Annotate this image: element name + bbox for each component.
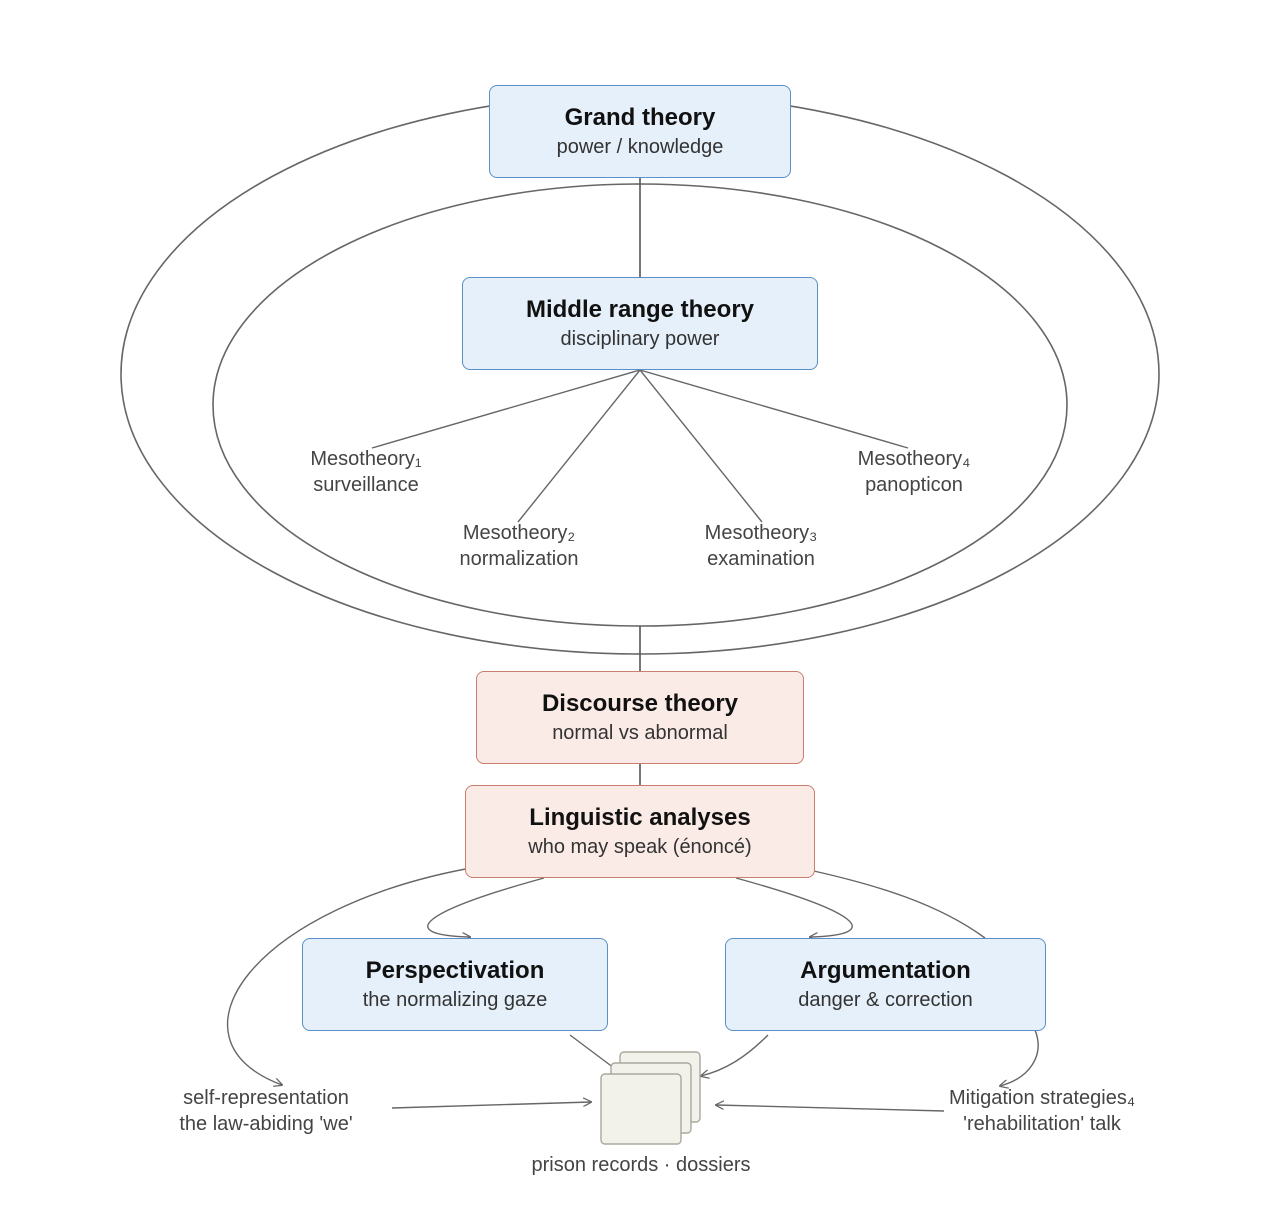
- mesotheory-4-topic: panopticon: [865, 474, 963, 496]
- linguistic-analyses-subtitle: who may speak (énoncé): [528, 835, 752, 858]
- arrow-argumentation-mitigation: [1000, 1029, 1039, 1086]
- self-representation-line2: the law-abiding 'we': [179, 1113, 353, 1135]
- mesotheory-2-name: Mesotheory₂: [462, 522, 576, 544]
- grand-theory-title: Grand theory: [564, 103, 716, 131]
- mesotheory-2-topic: normalization: [459, 548, 579, 570]
- mesotheory-4-label: Mesotheory₄ panopticon: [834, 446, 994, 498]
- prison-records-label: prison records · dossiers: [531, 1154, 751, 1176]
- mesotheory-1-name: Mesotheory₁: [310, 448, 422, 470]
- mesotheory-1-label: Mesotheory₁ surveillance: [286, 446, 446, 498]
- linguistic-analyses-box: Linguistic analyses who may speak (énonc…: [465, 785, 815, 878]
- arrow-self-representation-records: [391, 1102, 591, 1109]
- grand-theory-subtitle: power / knowledge: [556, 135, 724, 158]
- linguistic-analyses-title: Linguistic analyses: [529, 803, 751, 831]
- argumentation-box: Argumentation danger & correction: [725, 938, 1046, 1031]
- connector-linguistic-argumentation-outer: [799, 867, 986, 939]
- connector-meso-2: [517, 369, 641, 523]
- middle-range-theory-box: Middle range theory disciplinary power: [462, 277, 818, 370]
- middle-range-theory-title: Middle range theory: [525, 295, 755, 323]
- arrow-argumentation-records: [701, 1034, 769, 1076]
- arrow-mitigation-records: [716, 1105, 945, 1112]
- perspectivation-subtitle: the normalizing gaze: [362, 988, 548, 1011]
- connector-meso-1: [371, 369, 641, 449]
- mitigation-strategies-line2: 'rehabilitation' talk: [963, 1113, 1121, 1135]
- argumentation-title: Argumentation: [800, 956, 971, 984]
- mesotheory-1-topic: surveillance: [313, 474, 419, 496]
- mitigation-strategies-line1: Mitigation strategies₄: [948, 1087, 1136, 1109]
- self-representation-label: self-representation the law-abiding 'we': [146, 1085, 386, 1137]
- self-representation-line1: self-representation: [183, 1087, 349, 1109]
- arrow-linguistic-perspectivation: [427, 877, 545, 937]
- mesotheory-4-name: Mesotheory₄: [857, 448, 971, 470]
- discourse-theory-title: Discourse theory: [541, 689, 739, 717]
- mesotheory-3-label: Mesotheory₃ examination: [681, 520, 841, 572]
- discourse-theory-subtitle: normal vs abnormal: [552, 721, 728, 744]
- connector-meso-4: [639, 369, 909, 449]
- arrow-linguistic-argumentation: [735, 877, 853, 937]
- mitigation-strategies-label: Mitigation strategies₄ 'rehabilitation' …: [922, 1085, 1162, 1137]
- middle-range-theory-subtitle: disciplinary power: [560, 327, 720, 350]
- mesotheory-3-name: Mesotheory₃: [704, 522, 818, 544]
- arrow-linguistic-self-representation: [226, 865, 483, 1085]
- argumentation-subtitle: danger & correction: [798, 988, 973, 1011]
- mesotheory-2-label: Mesotheory₂ normalization: [439, 520, 599, 572]
- grand-theory-box: Grand theory power / knowledge: [489, 85, 791, 178]
- perspectivation-title: Perspectivation: [365, 956, 545, 984]
- mesotheory-3-topic: examination: [707, 548, 815, 570]
- connector-meso-3: [639, 369, 763, 523]
- document-sheet-front: [600, 1073, 682, 1145]
- discourse-theory-box: Discourse theory normal vs abnormal: [476, 671, 804, 764]
- perspectivation-box: Perspectivation the normalizing gaze: [302, 938, 608, 1031]
